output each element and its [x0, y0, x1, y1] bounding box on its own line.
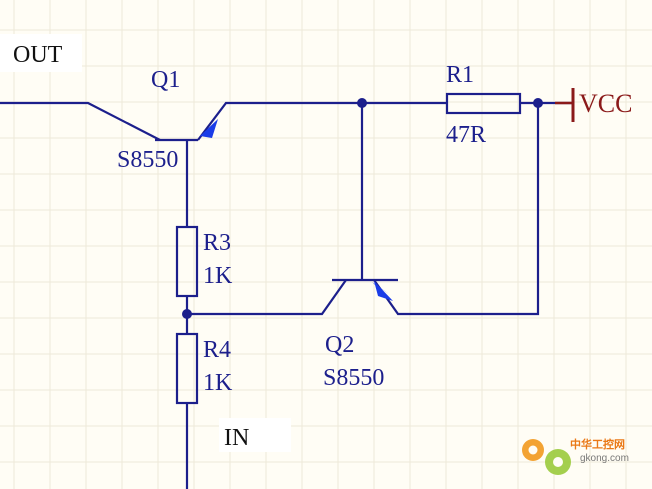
label-in: IN	[224, 425, 249, 451]
wire-out-to-q1	[0, 101, 161, 141]
transistor-q2	[332, 278, 398, 301]
r4-ref: R4	[203, 337, 231, 363]
wire-mid-to-q2	[187, 279, 347, 316]
watermark-title: 中华工控网	[570, 437, 625, 451]
r1-value: 47R	[446, 122, 486, 148]
q2-part: S8550	[323, 365, 384, 391]
q1-ref: Q1	[151, 67, 180, 93]
r3-value: 1K	[203, 263, 233, 289]
resistor-r1-body	[445, 92, 522, 115]
watermark: 中华工控网 gkong.com	[522, 437, 629, 475]
q1-emitter-arrow	[200, 119, 218, 138]
wire-q1-emitter	[197, 101, 447, 141]
q2-ref: Q2	[325, 332, 354, 358]
junction-right	[533, 98, 543, 108]
label-vcc: VCC	[579, 89, 632, 118]
gear-icon	[522, 439, 571, 475]
transistor-q1	[155, 119, 218, 142]
resistor-r3-body	[175, 225, 199, 298]
r4-value: 1K	[203, 370, 233, 396]
junction-mid	[182, 309, 192, 319]
vcc-port	[555, 88, 575, 122]
watermark-url: gkong.com	[580, 453, 629, 464]
r1-ref: R1	[446, 62, 474, 88]
q1-part: S8550	[117, 147, 178, 173]
resistor-r4-body	[175, 332, 199, 405]
junction-top	[357, 98, 367, 108]
r3-ref: R3	[203, 230, 231, 256]
label-out: OUT	[13, 42, 63, 68]
